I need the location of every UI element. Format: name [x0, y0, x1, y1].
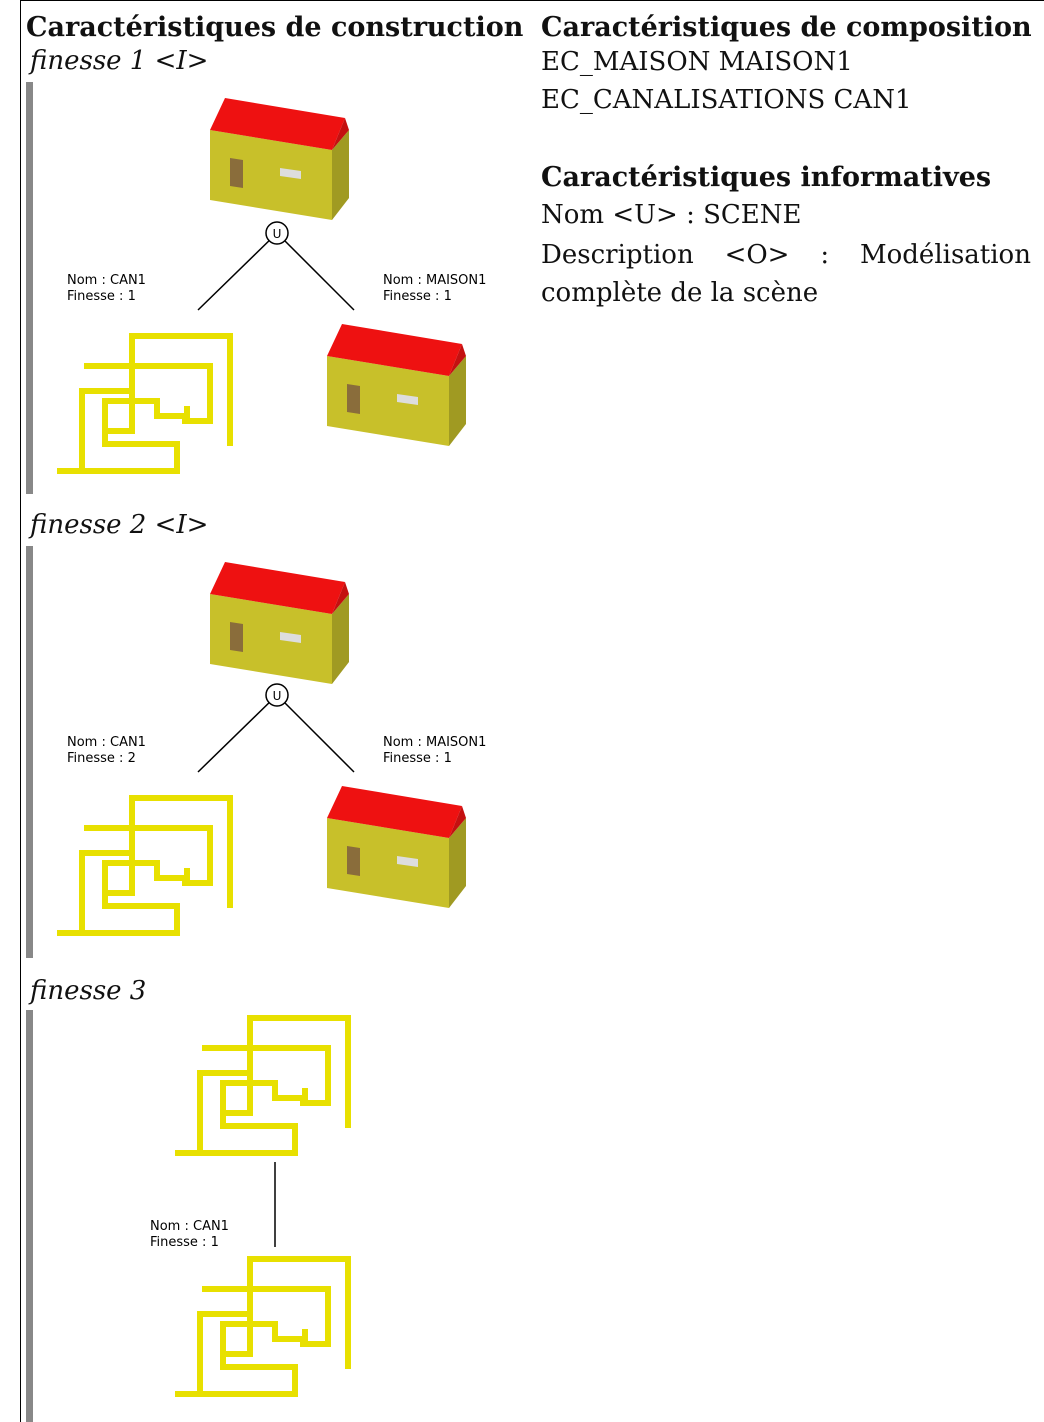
frame-left-border — [20, 0, 21, 1422]
description-row-2: complète de la scène — [541, 278, 819, 308]
left-child-nom: Nom : CAN1 — [67, 735, 146, 750]
child-house-image — [327, 324, 466, 446]
finesse-1-bar — [26, 82, 33, 494]
construction-heading: Caractéristiques de construction — [26, 12, 524, 43]
union-operator-node — [265, 221, 289, 245]
composition-item-maison: EC_MAISON MAISON1 — [541, 47, 853, 77]
finesse-3-title: finesse 3 — [30, 976, 147, 1006]
finesse-2-bar — [26, 546, 33, 958]
root-house-image — [210, 98, 349, 220]
right-child-nom: Nom : MAISON1 — [383, 735, 486, 750]
root-pipes-image — [175, 1018, 348, 1153]
tree-edge-left — [197, 232, 278, 311]
root-house-image — [210, 562, 349, 684]
union-operator-node — [265, 683, 289, 707]
child-pipes-image — [175, 1259, 348, 1394]
description-colon: : — [820, 240, 830, 270]
finesse-3-bar — [26, 1010, 33, 1422]
informative-heading: Caractéristiques informatives — [541, 162, 992, 193]
finesse-3-diagram: Nom : CAN1 Finesse : 1 — [150, 1012, 380, 1422]
finesse-2-title: finesse 2 <I> — [30, 510, 209, 540]
composition-heading: Caractéristiques de composition — [541, 12, 1032, 43]
union-operator-label: U — [273, 227, 282, 241]
child-finesse: Finesse : 1 — [150, 1235, 219, 1250]
pipes-image — [57, 336, 230, 471]
finesse-1-title: finesse 1 <I> — [30, 46, 209, 76]
right-child-finesse: Finesse : 1 — [383, 751, 452, 766]
composition-item-canalisations: EC_CANALISATIONS CAN1 — [541, 85, 912, 115]
right-child-finesse: Finesse : 1 — [383, 289, 452, 304]
nom-line: Nom <U> : SCENE — [541, 200, 802, 230]
description-label: Description — [541, 240, 694, 270]
child-nom: Nom : CAN1 — [150, 1219, 229, 1234]
frame-top-border — [20, 0, 1044, 1]
finesse-2-diagram: U Nom : CAN1 Finesse : 2 Nom : MAISON1 F… — [40, 562, 486, 957]
description-row-1: Description <O> : Modélisation — [541, 236, 1031, 274]
tree-edge-right — [276, 232, 355, 311]
finesse-1-diagram: U Nom : CAN1 Finesse : 1 Nom : MAISON1 F… — [40, 98, 486, 493]
tree-edge-left — [197, 694, 278, 773]
child-house-image — [327, 786, 466, 908]
tree-edge-right — [276, 694, 355, 773]
pipes-image — [57, 798, 230, 933]
left-child-nom: Nom : CAN1 — [67, 273, 146, 288]
description-block: Description <O> : Modélisation complète … — [541, 236, 1031, 312]
union-operator-label: U — [273, 689, 282, 703]
description-value-start: Modélisation — [860, 240, 1031, 270]
left-child-finesse: Finesse : 2 — [67, 751, 136, 766]
left-child-finesse: Finesse : 1 — [67, 289, 136, 304]
right-child-nom: Nom : MAISON1 — [383, 273, 486, 288]
description-qualifier: <O> — [724, 240, 790, 270]
